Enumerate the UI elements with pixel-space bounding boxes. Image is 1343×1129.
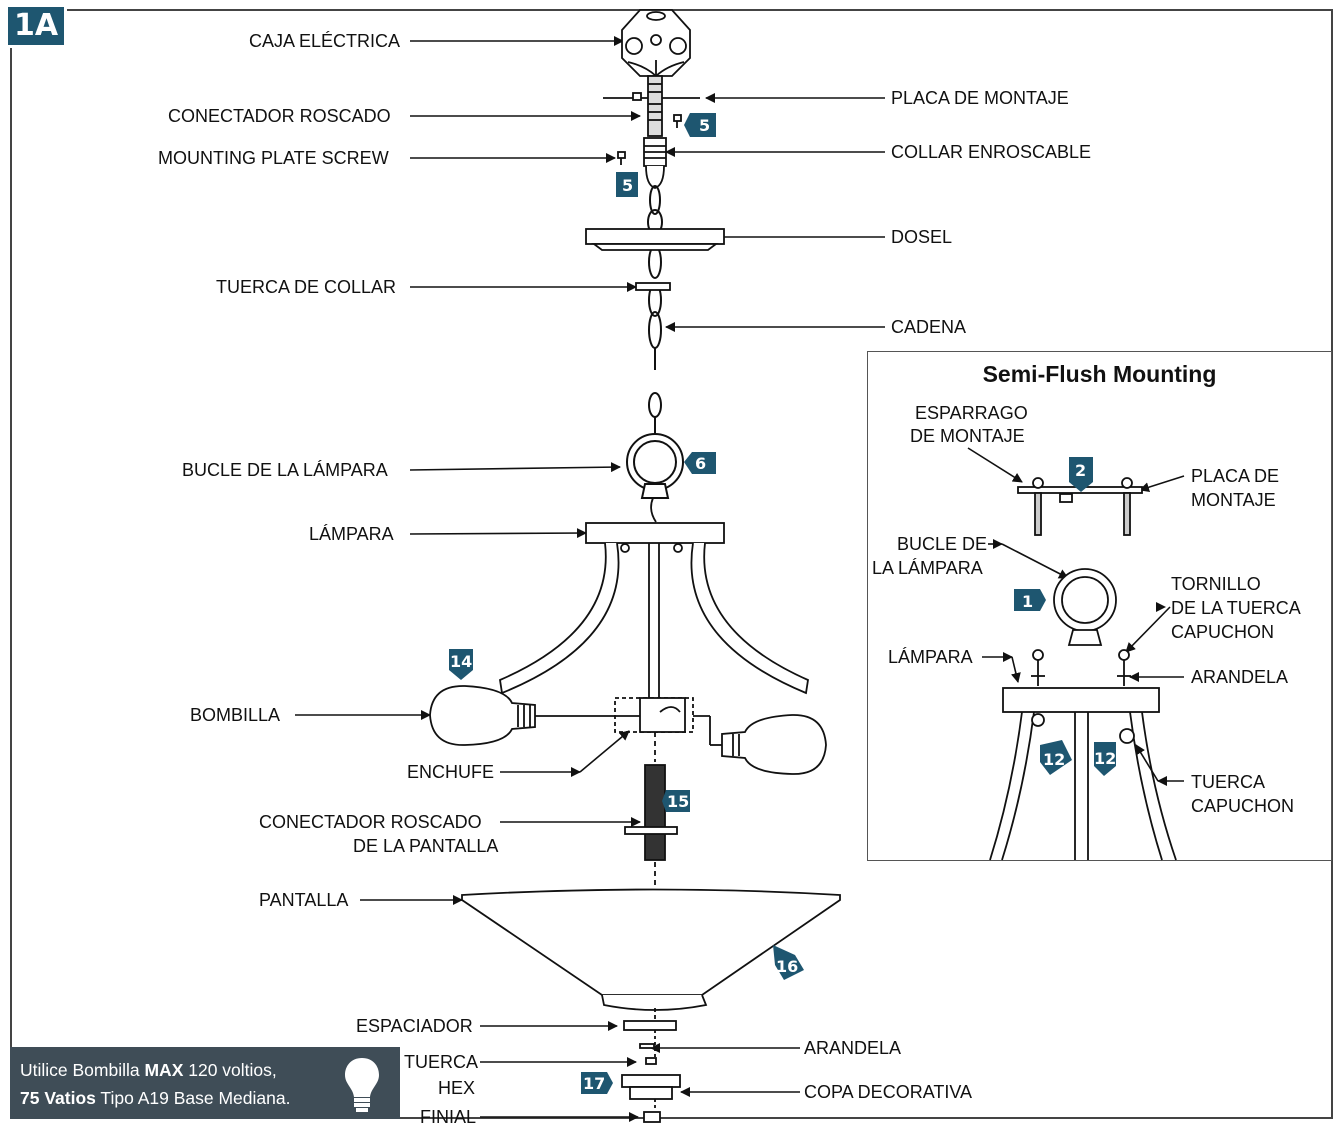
note-line2-post: Tipo A19 Base Mediana.: [95, 1088, 291, 1108]
label-lampara: LÁMPARA: [309, 524, 394, 544]
inset-label-tornillo-1: TORNILLO: [1171, 574, 1261, 594]
inset-label-placa-1: PLACA DE: [1191, 466, 1280, 486]
badge-5a-text: 5: [699, 116, 710, 135]
badge-5b-text: 5: [622, 176, 633, 195]
note-line1-pre: Utilice Bombilla: [20, 1060, 145, 1080]
label-conectador-roscado: CONECTADOR ROSCADO: [168, 106, 391, 126]
label-dosel: DOSEL: [891, 227, 953, 247]
badge-6: 6: [684, 452, 716, 474]
inset-label-arandela: ARANDELA: [1191, 667, 1289, 687]
label-copa-decorativa: COPA DECORATIVA: [804, 1082, 973, 1102]
loop-drawing: [626, 433, 684, 499]
label-arandela: ARANDELA: [804, 1038, 902, 1058]
bottom-hardware-drawing: [621, 1020, 681, 1123]
badge-5b: 5: [616, 172, 638, 197]
label-bucle-lampara: BUCLE DE LA LÁMPARA: [182, 460, 388, 480]
inset-label-tuerca-1: TUERCA: [1191, 772, 1266, 792]
label-conectador-pantalla-2: DE LA PANTALLA: [353, 836, 499, 856]
note-line-1: Utilice Bombilla MAX 120 voltios,: [20, 1059, 277, 1081]
badge-15-text: 15: [667, 792, 689, 811]
label-bombilla: BOMBILLA: [190, 705, 281, 725]
label-conectador-pantalla-1: CONECTADOR ROSCADO: [259, 812, 482, 832]
socket-bulb-drawing: [429, 685, 827, 775]
figure-tag: 1A: [8, 7, 67, 48]
label-pantalla: PANTALLA: [259, 890, 349, 910]
label-tuerca-hex-1: TUERCA: [404, 1052, 479, 1072]
badge-16: 16: [773, 945, 804, 980]
inset-title: Semi-Flush Mounting: [982, 361, 1217, 387]
electrical-box-drawing: [621, 9, 691, 78]
badge-16-text: 16: [776, 957, 798, 976]
inset-badge-12b-text: 12: [1094, 749, 1116, 768]
inset-badge-12a-text: 12: [1043, 750, 1065, 769]
canopy-drawing: [585, 228, 725, 251]
fixture-body-drawing: [499, 497, 809, 700]
badge-17: 17: [581, 1072, 613, 1094]
badge-5a: 5: [684, 113, 716, 137]
step-badges: 5 5 6 14 15 16 17: [449, 113, 804, 1094]
inset-label-bucle-1: BUCLE DE: [897, 534, 988, 554]
inset-badge-2-text: 2: [1075, 461, 1086, 480]
label-tuerca-collar: TUERCA DE COLLAR: [216, 277, 397, 297]
inset-badge-1-text: 1: [1022, 592, 1033, 611]
mounting-plate-drawing: [603, 75, 700, 189]
bulb-note: Utilice Bombilla MAX 120 voltios, 75 Vat…: [10, 1047, 400, 1119]
inset-label-tornillo-2: DE LA TUERCA: [1171, 598, 1301, 618]
inset-label-tornillo-3: CAPUCHON: [1171, 622, 1275, 642]
label-tuerca-hex-2: HEX: [438, 1078, 476, 1098]
lightbulb-icon: [345, 1058, 379, 1112]
semi-flush-inset: [867, 351, 1332, 861]
badge-6-text: 6: [695, 454, 706, 473]
inset-label-esparrago-2: DE MONTAJE: [910, 426, 1025, 446]
badge-15: 15: [662, 790, 690, 812]
label-collar-enroscable: COLLAR ENROSCABLE: [891, 142, 1092, 162]
label-enchufe: ENCHUFE: [407, 762, 495, 782]
inset-label-tuerca-2: CAPUCHON: [1191, 796, 1295, 816]
inset-label-bucle-2: LA LÁMPARA: [872, 558, 983, 578]
note-line2-bold: 75 Vatios: [20, 1088, 96, 1108]
threaded-rod-drawing: [624, 732, 678, 893]
shade-drawing: [461, 888, 841, 1020]
label-cadena: CADENA: [891, 317, 967, 337]
inset-label-esparrago-1: ESPARRAGO: [915, 403, 1028, 423]
label-placa-montaje: PLACA DE MONTAJE: [891, 88, 1069, 108]
leader-lines: [295, 36, 885, 1122]
note-line1-post: 120 voltios,: [183, 1060, 277, 1080]
label-finial: FINIAL: [420, 1107, 477, 1127]
note-line-2: 75 Vatios Tipo A19 Base Mediana.: [20, 1087, 290, 1109]
badge-14: 14: [449, 649, 473, 680]
label-espaciador: ESPACIADOR: [356, 1016, 473, 1036]
badge-14-text: 14: [450, 652, 472, 671]
note-line1-bold: MAX: [144, 1060, 184, 1080]
collar-nut-drawing: [635, 282, 671, 291]
inset-label-placa-2: MONTAJE: [1191, 490, 1276, 510]
label-caja-electrica: CAJA ELÉCTRICA: [249, 31, 401, 51]
badge-17-text: 17: [583, 1074, 605, 1093]
inset-label-lampara: LÁMPARA: [888, 647, 973, 667]
label-mounting-plate-screw: MOUNTING PLATE SCREW: [158, 148, 389, 168]
